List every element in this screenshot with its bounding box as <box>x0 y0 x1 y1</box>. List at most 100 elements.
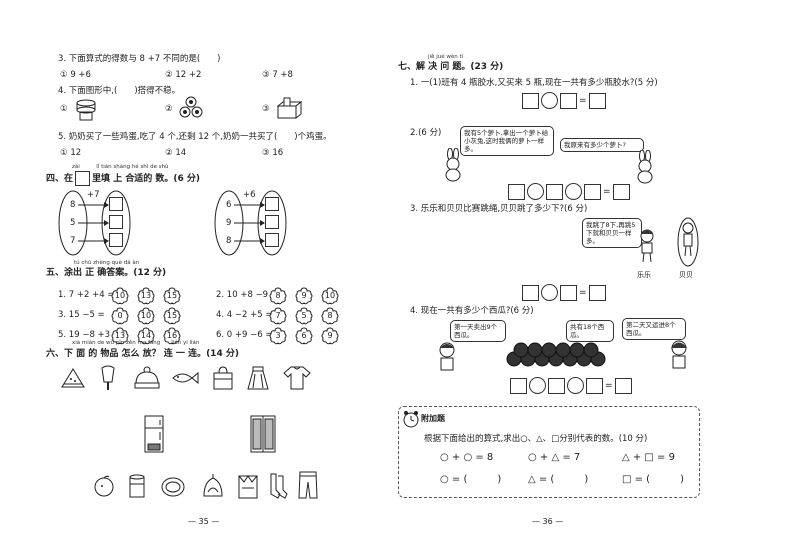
bread-icon <box>161 477 185 497</box>
p2-speech-bubble-2: 我原来有多少个萝卜? <box>560 138 644 152</box>
flower-answer-label: 15 <box>166 291 178 300</box>
s5-title: 五、涂出 正 确答案。(12 分) <box>46 268 167 278</box>
extra-answer-triangle[interactable]: △ = ( ) <box>528 474 589 485</box>
answer-box[interactable] <box>588 92 606 109</box>
s4-title: 四、在里填 上 合适的 数。(6 分) <box>46 171 200 186</box>
extra-label: 附加题 <box>421 414 445 423</box>
answer-box[interactable] <box>522 284 539 301</box>
answer-box[interactable] <box>586 377 603 394</box>
flower-answer-option[interactable]: 9 <box>294 287 314 305</box>
name-lele: 乐乐 <box>637 271 651 279</box>
operator-circle[interactable] <box>541 284 558 301</box>
flower-answer-option[interactable]: 8 <box>320 307 340 325</box>
flower-answer-option[interactable]: 10 <box>110 287 130 305</box>
boy-vendor-icon <box>439 342 455 371</box>
flower-answer-label: 14 <box>140 331 152 340</box>
flower-answer-option[interactable]: 14 <box>136 327 156 345</box>
flower-answer-option[interactable]: 16 <box>162 327 182 345</box>
flower-answer-option[interactable]: 7 <box>268 307 288 325</box>
answer-box[interactable] <box>109 215 123 229</box>
answer-box[interactable] <box>265 233 279 247</box>
answer-box[interactable] <box>109 197 123 211</box>
q5-text: 5. 奶奶买了一些鸡蛋,吃了 4 个,还剩 12 个,奶奶一共买了( )个鸡蛋。 <box>58 132 332 142</box>
extra-eq-2: ○ + △ = 7 <box>528 452 581 463</box>
extra-answer-circle[interactable]: ○ = ( ) <box>440 474 502 485</box>
extra-question-panel <box>398 406 700 498</box>
answer-box[interactable] <box>265 215 279 229</box>
answer-box[interactable] <box>560 284 577 301</box>
oval-left-num-1: 8 <box>70 200 76 210</box>
q3-option-2: ② 12 +2 <box>165 70 202 80</box>
p4-speech-bubble-1: 第一天卖出9个西瓜。 <box>450 320 506 342</box>
folded-shirt-icon <box>238 475 258 499</box>
p2-text: 2.(6 分) <box>410 128 442 138</box>
answer-box[interactable] <box>614 377 632 394</box>
flower-answer-option[interactable]: 10 <box>136 307 156 325</box>
answer-box[interactable] <box>560 92 577 109</box>
s5-pinyin: tú chū zhèng què dá àn <box>74 260 140 266</box>
t-shirt-icon <box>283 366 311 390</box>
flower-answer-option[interactable]: 8 <box>268 287 288 305</box>
answer-box[interactable] <box>522 92 539 109</box>
winter-hat-icon <box>134 366 160 389</box>
oval-left-num-2: 5 <box>70 218 76 228</box>
answer-box[interactable] <box>510 377 527 394</box>
vegetable-icon <box>203 474 223 497</box>
answer-box[interactable] <box>109 233 123 247</box>
extra-eq-1: ○ + ○ = 8 <box>440 452 494 463</box>
s6-title: 六、下 面 的 物品 怎么 放？ 连 一 连。(14 分) <box>46 349 239 359</box>
p4-equation: = <box>510 377 632 394</box>
rabbit-icon <box>445 148 461 182</box>
p4-speech-bubble-2: 共有18个西瓜。 <box>566 320 614 342</box>
operator-circle[interactable] <box>567 377 584 394</box>
answer-box[interactable] <box>588 284 606 301</box>
flower-answer-option[interactable]: 5 <box>294 307 314 325</box>
answer-box[interactable] <box>546 183 563 200</box>
stacked-balls-icon <box>179 96 203 118</box>
s4-pinyin: zài lǐ tián shàng hé shì de shù <box>72 164 169 170</box>
oval-left-num-3: 7 <box>70 236 76 246</box>
oval-group-right <box>214 190 287 256</box>
q4-text: 4. 下面图形中,( )搭得不稳。 <box>58 86 181 96</box>
answer-box[interactable] <box>508 183 525 200</box>
extra-answer-square[interactable]: □ = ( ) <box>622 474 684 485</box>
answer-box[interactable] <box>584 183 601 200</box>
operator-circle[interactable] <box>529 377 546 394</box>
flower-answer-option[interactable]: 15 <box>162 307 182 325</box>
equals-sign: = <box>603 186 611 197</box>
flower-answer-option[interactable]: 6 <box>294 327 314 345</box>
operator-circle[interactable] <box>527 183 544 200</box>
p2-speech-bubble-1: 我有5个萝卜,拿出一个萝卜给小灰兔,这时我俩的萝卜一样多。 <box>460 126 554 156</box>
equals-sign: = <box>579 287 587 298</box>
s5-expression: 1. 7 +2 +4 = <box>58 290 115 300</box>
flower-answer-option[interactable]: 15 <box>162 287 182 305</box>
flower-answer-option[interactable]: 9 <box>320 327 340 345</box>
girl-jumping-rope-icon <box>640 229 654 263</box>
answer-box[interactable] <box>265 197 279 211</box>
operator-circle[interactable] <box>541 92 558 109</box>
p3-text: 3. 乐乐和贝贝比赛跳绳,贝贝跳了多少下?(6 分) <box>410 204 588 214</box>
answer-box[interactable] <box>548 377 565 394</box>
stacked-blocks-icon <box>276 97 303 120</box>
flower-answer-option[interactable]: 10 <box>320 287 340 305</box>
answer-box[interactable] <box>612 183 630 200</box>
oval-right-num-2: 9 <box>226 218 232 228</box>
flower-answer-option[interactable]: 3 <box>268 327 288 345</box>
page-number-right: — 36 — <box>532 517 564 526</box>
name-beibei: 贝贝 <box>679 271 693 279</box>
flower-answer-option[interactable]: 13 <box>110 327 130 345</box>
operator-circle[interactable] <box>565 183 582 200</box>
flower-answer-option[interactable]: 13 <box>136 287 156 305</box>
flower-answer-label: 8 <box>275 291 281 300</box>
socks-icon <box>270 473 288 499</box>
flower-answer-label: 9 <box>327 331 333 340</box>
fish-icon <box>172 371 199 385</box>
q3-option-3: ③ 7 +8 <box>262 70 293 80</box>
flower-answer-option[interactable]: 0 <box>110 307 130 325</box>
flower-answer-label: 3 <box>275 331 281 340</box>
s5-expression: 2. 10 +8 −9 = <box>216 290 278 300</box>
flower-answer-label: 6 <box>301 331 307 340</box>
flower-answer-label: 8 <box>327 311 333 320</box>
q5-option-3: ③ 16 <box>262 148 284 158</box>
oval-right-num-3: 8 <box>226 236 232 246</box>
